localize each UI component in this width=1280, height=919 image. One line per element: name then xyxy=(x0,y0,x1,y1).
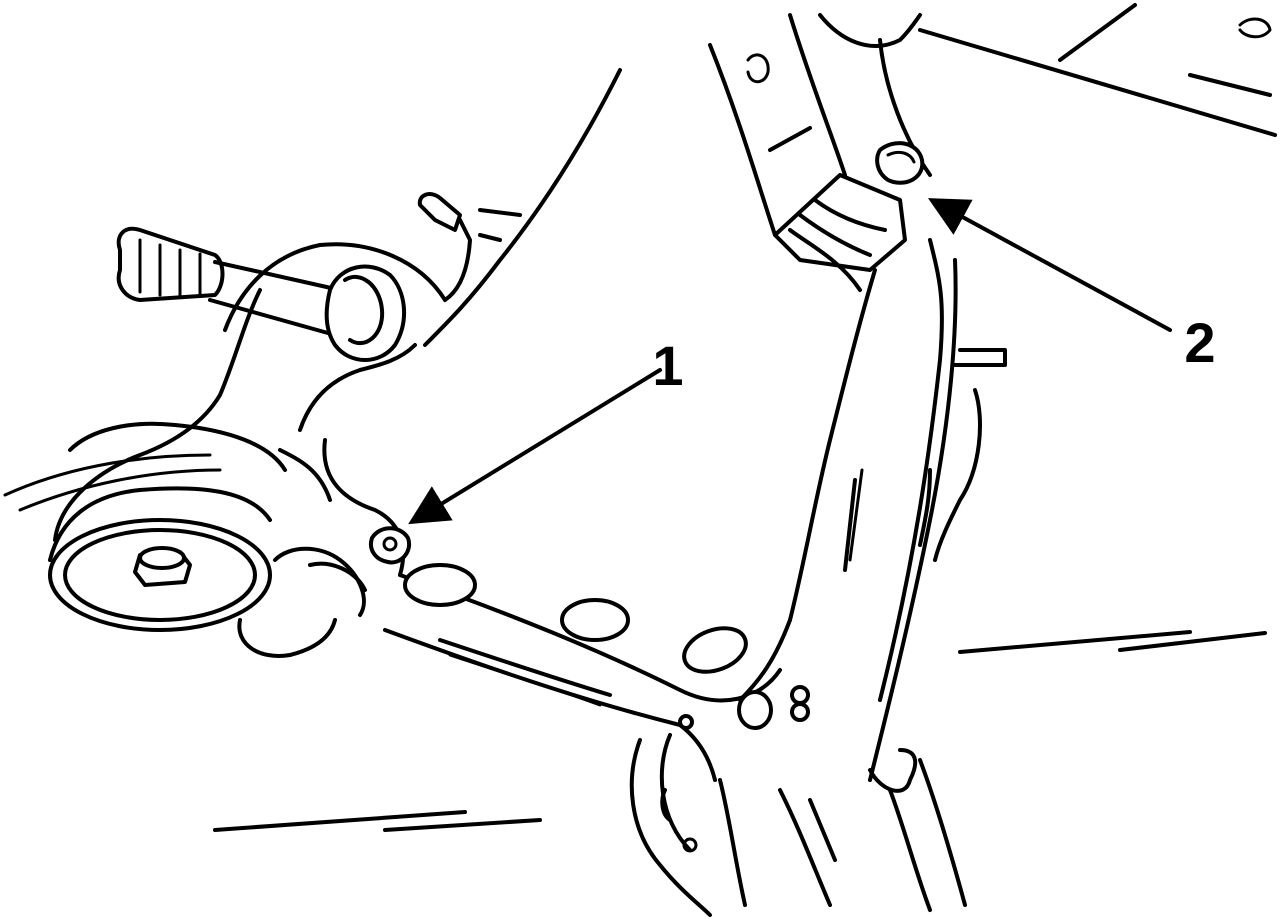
callout-arrows xyxy=(369,198,1172,565)
body-outline-lines xyxy=(423,68,837,917)
front-crossmember xyxy=(383,563,810,782)
upper-floor-panel xyxy=(708,3,1277,237)
callout-arrow-2 xyxy=(927,198,1172,332)
callout-number-2: 2 xyxy=(1184,311,1215,374)
rear-mount-bracket xyxy=(773,141,925,292)
callout-number-1: 1 xyxy=(652,334,683,397)
callout-arrow-1 xyxy=(408,368,662,525)
bolt-1-marker xyxy=(369,526,412,565)
stabilizer-bar-and-cable xyxy=(53,192,522,542)
longitudinal-frame-member xyxy=(788,238,1007,912)
lower-arm-and-hub xyxy=(3,343,417,658)
ground-lines xyxy=(213,468,1267,832)
